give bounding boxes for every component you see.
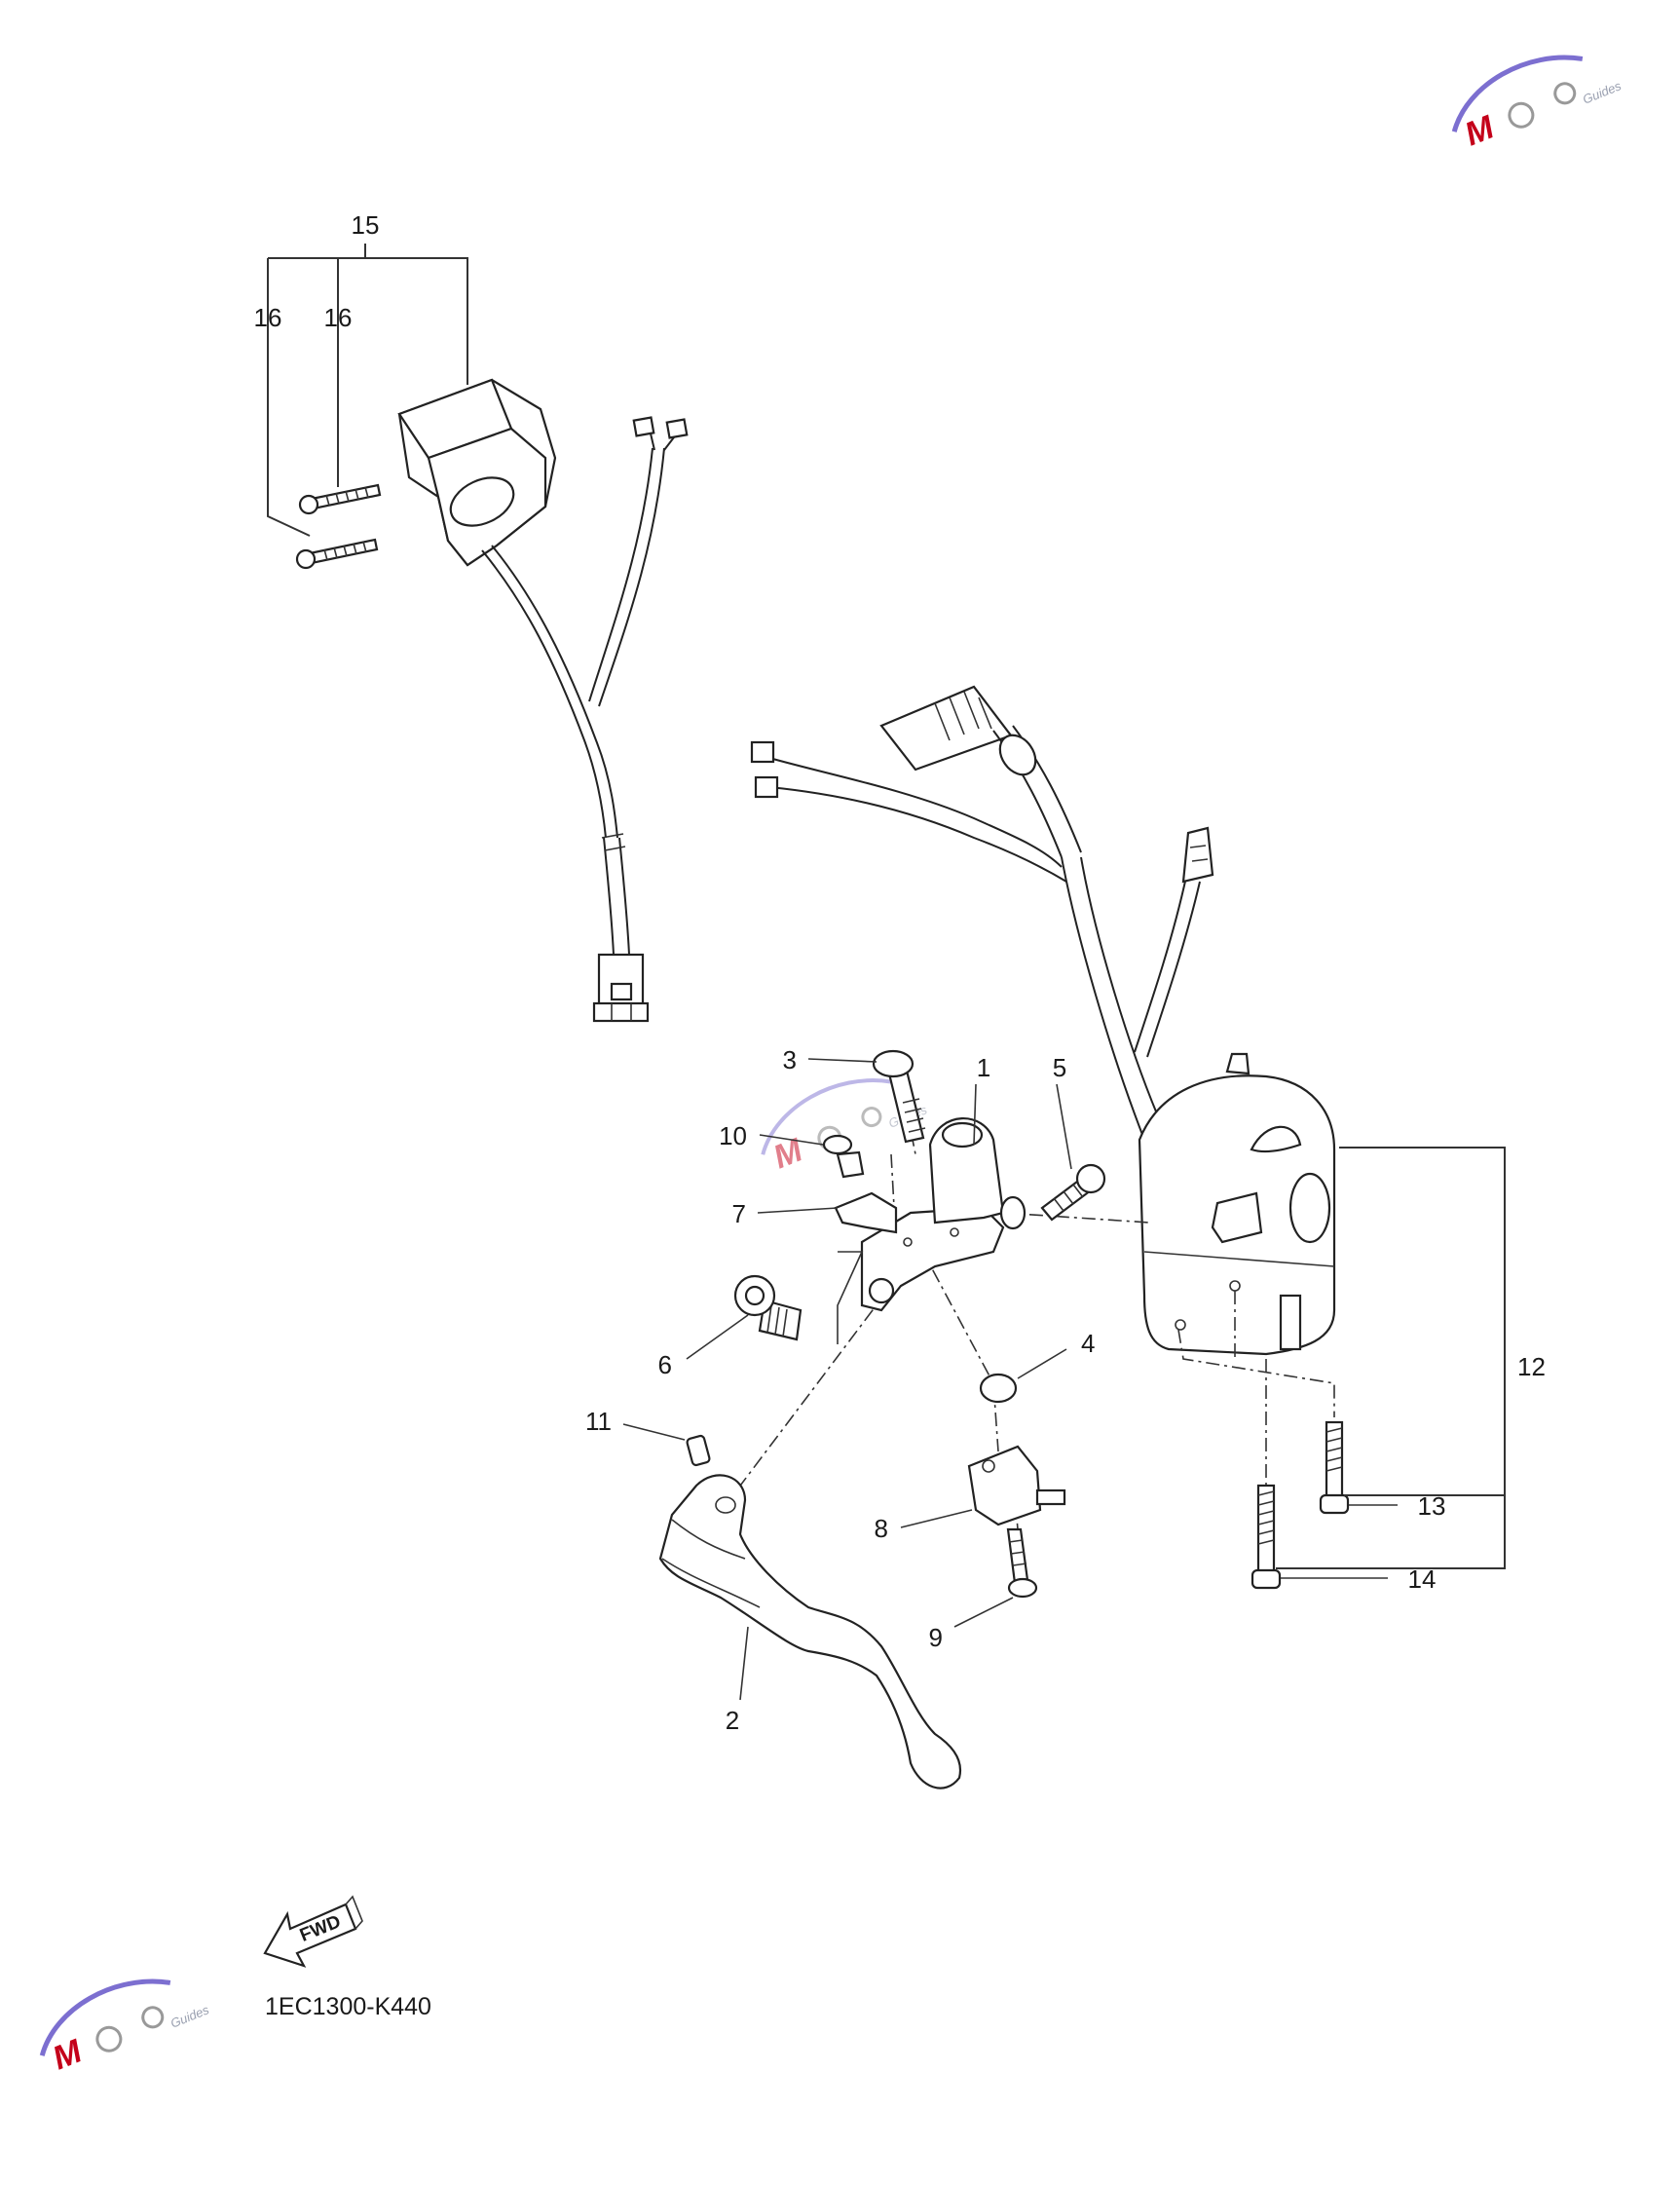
- watermark-word: Guides: [168, 2002, 211, 2031]
- callout-labels: 3 1 5 10 7 6 4 11 8 9 2 12 13 14 15 16 1…: [254, 210, 1546, 1735]
- fwd-arrow: FWD: [263, 1895, 363, 1968]
- collar-11: [686, 1434, 711, 1467]
- clip-7: [834, 1191, 898, 1234]
- callout-13: 13: [1418, 1491, 1446, 1521]
- screw-13: [1319, 1420, 1350, 1515]
- callout-16-left: 16: [254, 303, 282, 332]
- callout-4: 4: [1081, 1329, 1095, 1358]
- part-code: 1EC1300-K440: [265, 1993, 431, 2020]
- nut-4: [979, 1373, 1018, 1404]
- callout-15: 15: [352, 210, 380, 240]
- watermark-top-right: M Guides: [1451, 55, 1624, 153]
- screw-16-upper: [298, 483, 382, 515]
- watermark-letter: M: [48, 2032, 88, 2077]
- callout-16-right: 16: [324, 303, 353, 332]
- watermark-word: Guides: [1581, 78, 1624, 107]
- bolt-6: [733, 1274, 803, 1341]
- clutch-lever-2: [658, 1474, 962, 1789]
- watermark-letter: M: [1460, 108, 1500, 153]
- bolt-3: [872, 1049, 926, 1144]
- callout-12: 12: [1517, 1352, 1546, 1381]
- left-handlebar-switch: [267, 244, 689, 1023]
- bolt-5: [1040, 1163, 1106, 1222]
- callout-5: 5: [1053, 1053, 1066, 1082]
- watermark-bottom-left: M Guides: [39, 1978, 211, 2077]
- callout-6: 6: [658, 1350, 672, 1379]
- watermark-letter: M: [768, 1131, 808, 1176]
- callout-2: 2: [726, 1706, 739, 1735]
- callout-1: 1: [977, 1053, 990, 1082]
- leader-lines: [622, 1058, 1398, 1701]
- callout-10: 10: [719, 1121, 747, 1150]
- callout-14: 14: [1408, 1564, 1437, 1594]
- callout-8: 8: [875, 1514, 888, 1543]
- right-handlebar-switch: [750, 685, 1506, 1590]
- callout-9: 9: [929, 1623, 943, 1652]
- clutch-switch-8: [967, 1445, 1066, 1526]
- callout-3: 3: [783, 1045, 797, 1074]
- screw-16-lower: [295, 538, 379, 570]
- screw-14: [1251, 1484, 1282, 1590]
- callout-11: 11: [585, 1407, 612, 1436]
- screw-10: [822, 1134, 865, 1179]
- lever-holder-assembly: [658, 1049, 1150, 1789]
- screw-9: [1006, 1527, 1038, 1599]
- callout-7: 7: [732, 1199, 746, 1228]
